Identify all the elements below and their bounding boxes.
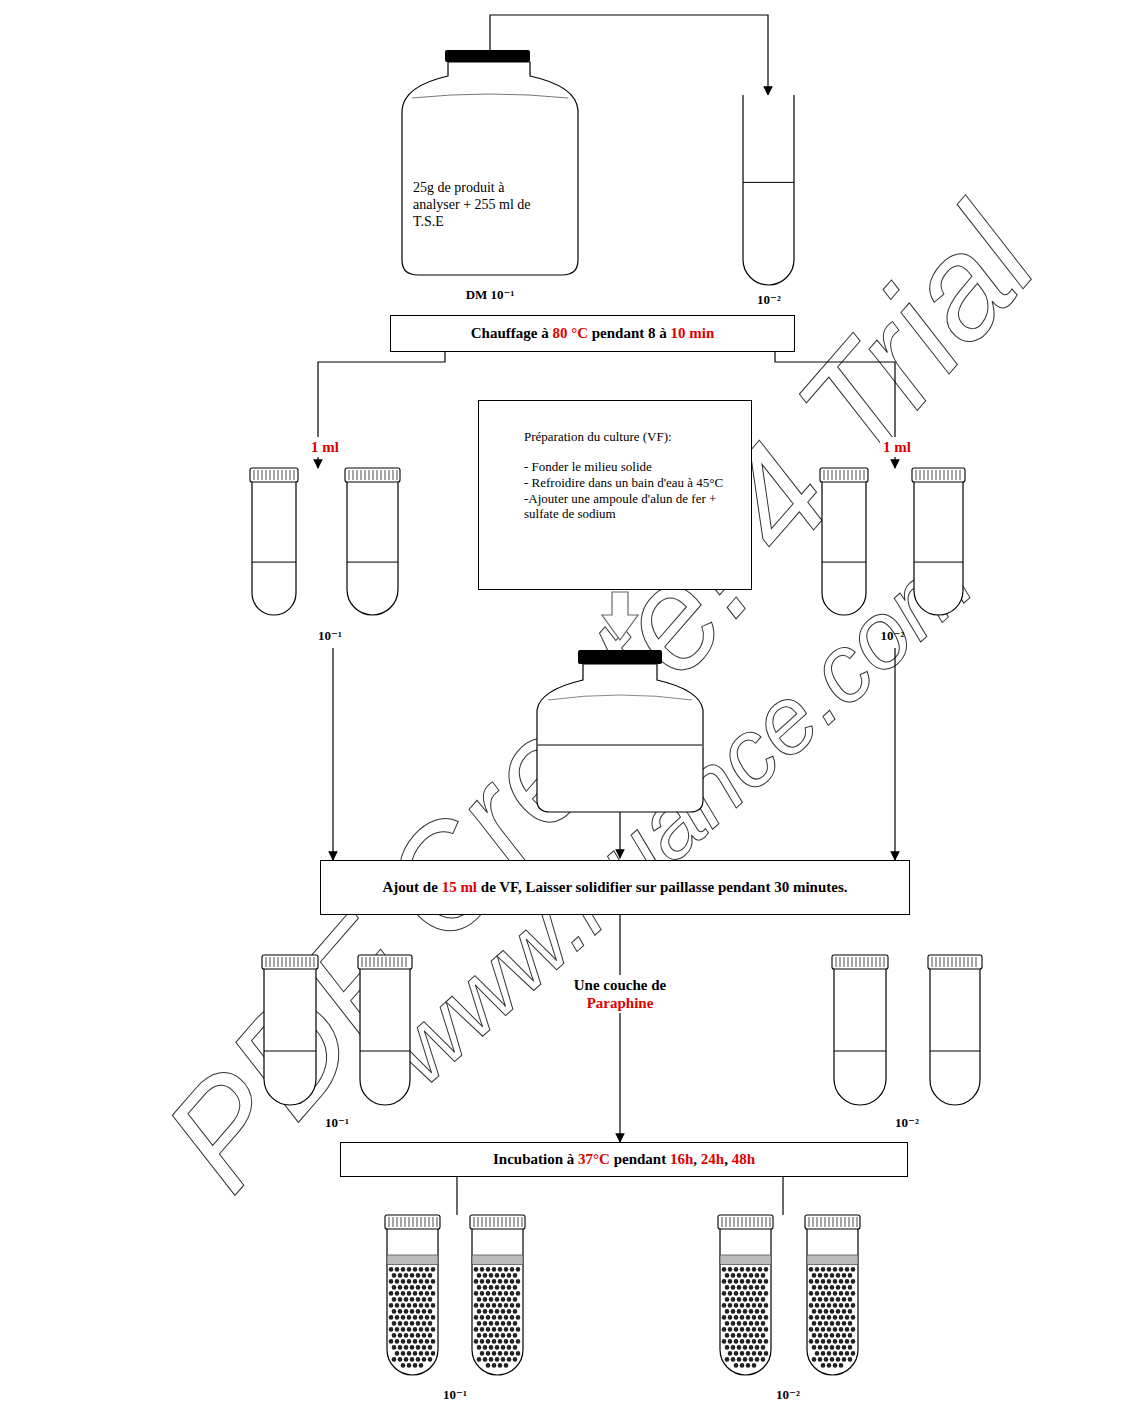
process-box: Ajout de 15 ml de VF, Laisser solidifier… bbox=[320, 860, 910, 915]
flow-arrow bbox=[456, 1177, 457, 1215]
process-box: Chauffage à 80 °C pendant 8 à 10 min bbox=[390, 315, 795, 352]
dilution-tube: 10⁻² bbox=[738, 95, 800, 310]
tube-pair: 10⁻¹ bbox=[380, 1215, 530, 1405]
tube-pair: 10⁻¹ bbox=[245, 468, 405, 648]
box-text: Préparation du culture (VF): bbox=[524, 429, 731, 445]
node-label: 25g de produit à analyser + 255 ml de T.… bbox=[413, 180, 541, 230]
flow-arrow bbox=[775, 352, 895, 468]
flow-arrow bbox=[318, 352, 445, 468]
edge-label: 1 ml bbox=[308, 437, 342, 457]
watermark: www.nuance.com bbox=[367, 525, 993, 1104]
tube-outline bbox=[258, 955, 416, 1133]
tube-outline bbox=[738, 95, 800, 310]
flow-arrow bbox=[894, 648, 895, 860]
hollow-arrow bbox=[602, 592, 638, 640]
tube-outline bbox=[815, 468, 970, 648]
tube-outline bbox=[380, 1215, 530, 1405]
box-text: Chauffage à 80 °C pendant 8 à 10 min bbox=[401, 324, 784, 343]
preparation-box: Préparation du culture (VF): - Fonder le … bbox=[478, 400, 752, 590]
node-label: 10⁻¹ bbox=[380, 1387, 530, 1403]
flow-arrow bbox=[619, 812, 620, 858]
node-label: 10⁻¹ bbox=[258, 1115, 416, 1131]
node-label: 10⁻² bbox=[828, 1115, 986, 1131]
edge-label: 1 ml bbox=[880, 437, 914, 457]
tube-pair: 10⁻² bbox=[815, 468, 970, 648]
tube-pair: 10⁻² bbox=[713, 1215, 863, 1405]
tube-pair: 10⁻¹ bbox=[258, 955, 416, 1133]
box-text: Incubation à 37°C pendant 16h, 24h, 48h bbox=[351, 1150, 897, 1169]
tube-outline bbox=[245, 468, 405, 648]
tube-pair: 10⁻² bbox=[828, 955, 986, 1133]
sample-bottle: 25g de produit à analyser + 255 ml de T.… bbox=[400, 50, 580, 312]
node-label: 10⁻² bbox=[713, 1387, 863, 1403]
box-text: - Fonder le milieu solide bbox=[524, 459, 731, 475]
edge-label: Une couche de Paraphine bbox=[571, 975, 670, 1013]
tube-outline bbox=[828, 955, 986, 1133]
node-label: 10⁻¹ bbox=[245, 628, 415, 644]
box-text: -Ajouter une ampoule d'alun de fer + sul… bbox=[524, 491, 731, 523]
tube-outline bbox=[713, 1215, 863, 1405]
flow-arrow bbox=[332, 648, 333, 860]
process-box: Incubation à 37°C pendant 16h, 24h, 48h bbox=[340, 1142, 908, 1177]
box-text: Ajout de 15 ml de VF, Laisser solidifier… bbox=[351, 878, 879, 897]
node-label: 10⁻² bbox=[815, 628, 970, 644]
box-text: - Refroidire dans un bain d'eau à 45°C bbox=[524, 475, 731, 491]
node-label: DM 10⁻¹ bbox=[400, 287, 580, 303]
flow-arrow bbox=[782, 1177, 783, 1215]
flow-arrow bbox=[619, 915, 620, 1142]
culture-flask bbox=[537, 650, 703, 812]
node-label: 10⁻² bbox=[738, 292, 800, 308]
